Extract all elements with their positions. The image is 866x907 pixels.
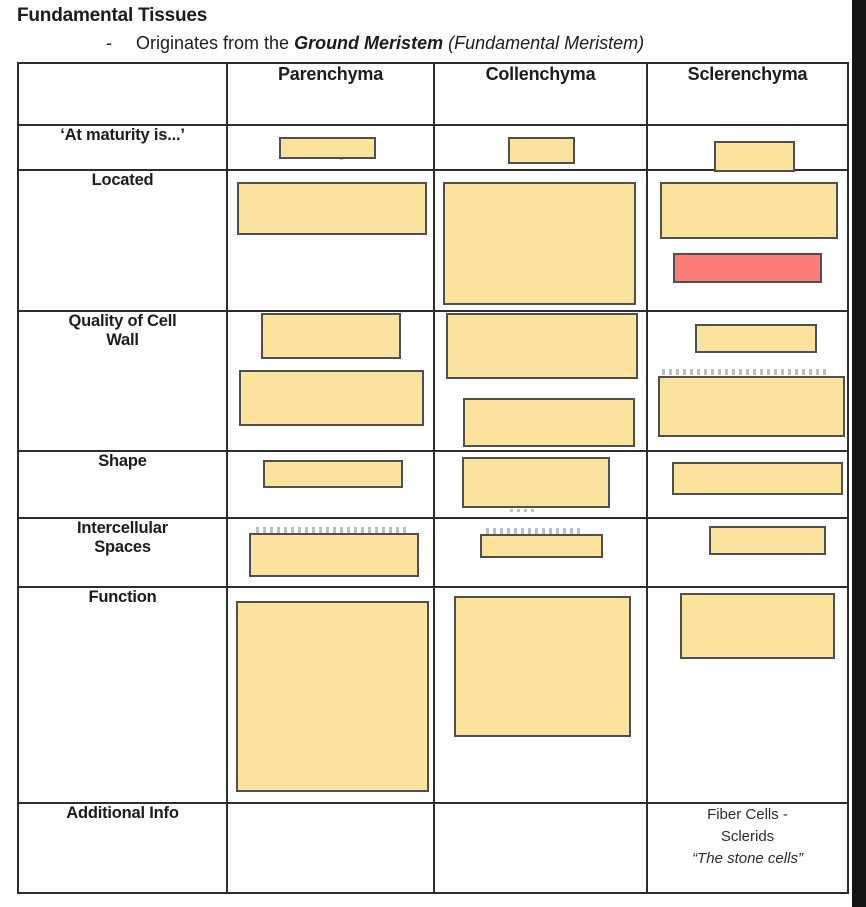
- cover-at-maturity-parenchyma[interactable]: [279, 137, 376, 159]
- cover-quality-parenchyma-1[interactable]: [261, 313, 401, 359]
- cover-function-parenchyma[interactable]: [236, 601, 429, 792]
- cover-quality-sclerenchyma-1[interactable]: [695, 324, 817, 353]
- cover-located-parenchyma[interactable]: [237, 182, 427, 235]
- page-edge-strip: [852, 0, 866, 907]
- cover-shape-sclerenchyma[interactable]: [672, 462, 843, 495]
- cover-intercellular-parenchyma[interactable]: [249, 533, 419, 577]
- additional-info-line1: Fiber Cells -: [707, 806, 788, 823]
- row-label-intercellular: Intercellular Spaces: [17, 517, 228, 588]
- column-header-sclerenchyma: Sclerenchyma: [646, 62, 849, 126]
- bullet-emphasis: Ground Meristem: [294, 33, 444, 53]
- cover-intercellular-collenchyma[interactable]: [480, 534, 603, 558]
- column-header-collenchyma: Collenchyma: [433, 62, 648, 126]
- cover-function-collenchyma[interactable]: [454, 596, 631, 737]
- header-empty-cell: [17, 62, 228, 126]
- header-row: Parenchyma Collenchyma Sclerenchyma: [17, 62, 849, 126]
- cover-function-sclerenchyma[interactable]: [680, 593, 835, 659]
- obscured-text-tops: [662, 369, 828, 375]
- row-label-additional-info: Additional Info: [17, 802, 228, 894]
- additional-info-line3: “The stone cells”: [692, 849, 803, 867]
- bullet-text: Originates from the Ground Meristem (Fun…: [136, 33, 645, 53]
- page-title: Fundamental Tissues: [17, 5, 208, 26]
- cover-shape-collenchyma[interactable]: [462, 457, 610, 508]
- additional-info-line2: Sclerids: [720, 827, 775, 845]
- cover-quality-collenchyma-2[interactable]: [463, 398, 635, 447]
- cover-intercellular-sclerenchyma[interactable]: [709, 526, 826, 555]
- cover-quality-sclerenchyma-2[interactable]: [658, 376, 845, 437]
- cover-located-sclerenchyma[interactable]: [660, 182, 838, 239]
- cover-at-maturity-collenchyma[interactable]: [508, 137, 575, 164]
- cell-additional-collenchyma: [433, 802, 648, 894]
- bullet-parenthetical: (Fundamental Meristem): [443, 33, 645, 53]
- row-label-at-maturity: ‘At maturity is...’: [17, 124, 228, 171]
- bullet-dash: -: [106, 33, 112, 53]
- cover-located-sclerenchyma-highlight[interactable]: [673, 253, 822, 283]
- row-additional-info: Additional Info Fiber Cells - Sclerids “…: [17, 802, 849, 894]
- cover-quality-collenchyma-1[interactable]: [446, 313, 638, 379]
- cell-additional-parenchyma: [226, 802, 435, 894]
- row-label-located: Located: [17, 169, 228, 312]
- cover-at-maturity-sclerenchyma[interactable]: [714, 141, 795, 172]
- row-label-quality: Quality of Cell Wall: [17, 310, 228, 452]
- column-header-parenchyma: Parenchyma: [226, 62, 435, 126]
- row-label-shape: Shape: [17, 450, 228, 519]
- cover-quality-parenchyma-2[interactable]: [239, 370, 424, 426]
- bullet-line: - Originates from the Ground Meristem (F…: [106, 33, 644, 54]
- obscured-text-dot: [510, 509, 534, 512]
- obscured-text-tops: [256, 527, 408, 533]
- obscured-text-tops: [486, 528, 584, 534]
- row-label-function: Function: [17, 586, 228, 804]
- cell-additional-sclerenchyma: Fiber Cells - Sclerids “The stone cells”: [646, 802, 849, 894]
- cover-shape-parenchyma[interactable]: [263, 460, 403, 488]
- cover-located-collenchyma[interactable]: [443, 182, 636, 305]
- cell-at-maturity-collenchyma: [433, 124, 648, 171]
